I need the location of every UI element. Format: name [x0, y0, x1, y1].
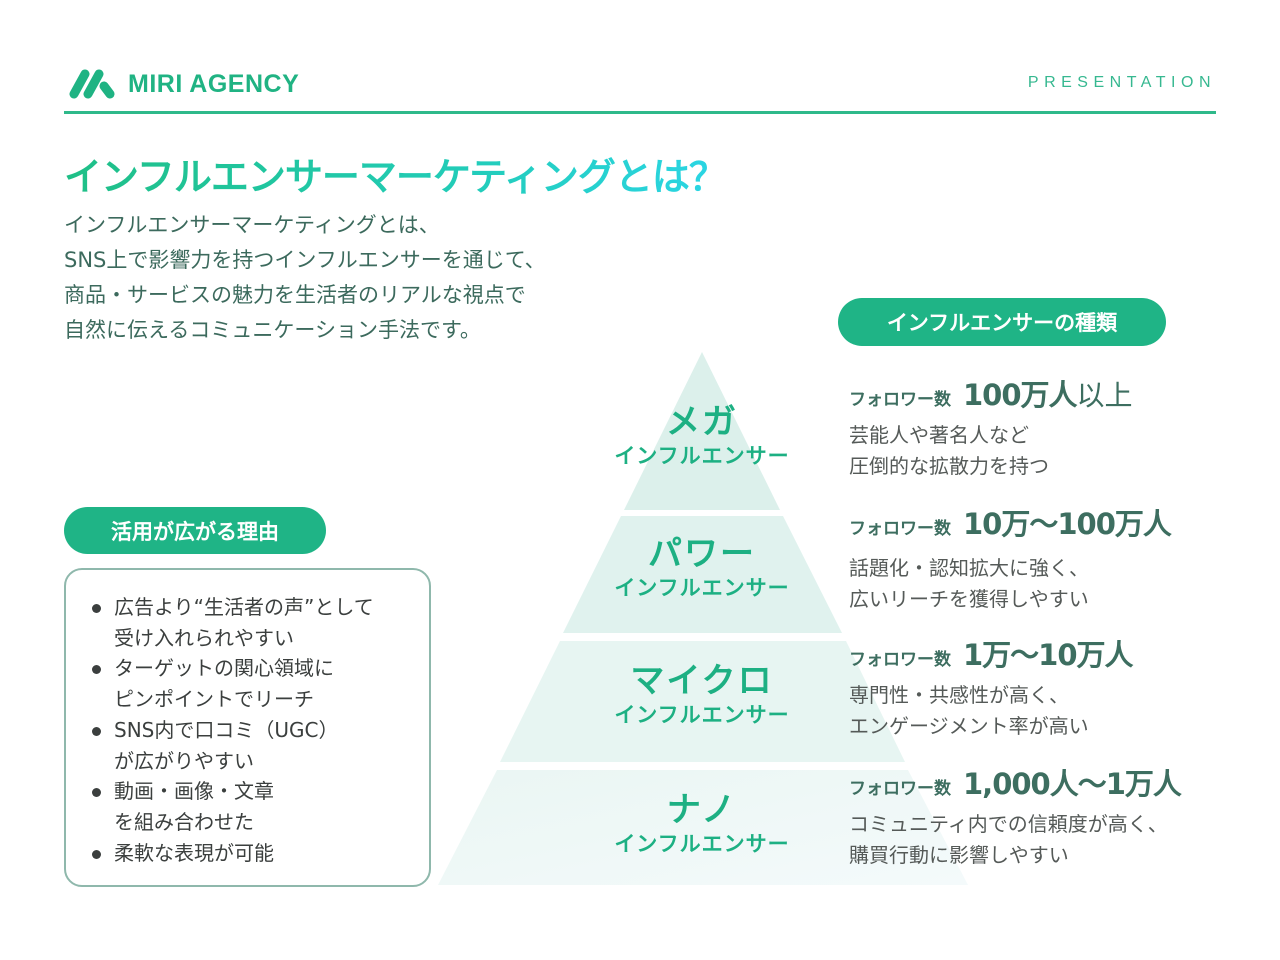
desc-line: 話題化・認知拡大に強く、 — [849, 556, 1089, 580]
reason-line: が広がりやすい — [114, 748, 254, 773]
header: MIRI AGENCY PRESENTATION — [64, 60, 1216, 114]
reasons-list: 広告より“生活者の声”として 受け入れられやすい ターゲットの関心領域に ピンポ… — [90, 592, 429, 868]
tier-label-power: パワー インフルエンサー — [582, 534, 822, 602]
tier-description: 芸能人や著名人など 圧倒的な拡散力を持つ — [849, 420, 1133, 482]
bullet-icon — [92, 726, 101, 736]
reason-item: SNS内で口コミ（UGC） が広がりやすい — [90, 715, 429, 776]
tier-name: ナノ — [666, 790, 738, 830]
tier-label-nano: ナノ インフルエンサー — [582, 790, 822, 858]
follower-label: フォロワー数 — [849, 779, 951, 799]
intro-line: 商品・サービスの魅力を生活者のリアルな視点で — [64, 283, 526, 307]
tier-info-mega: フォロワー数 100万人 以上 芸能人や著名人など 圧倒的な拡散力を持つ — [849, 372, 1133, 482]
reason-item: ターゲットの関心領域に ピンポイントでリーチ — [90, 653, 429, 714]
follower-range: 100万人 — [963, 378, 1078, 412]
presentation-tag: PRESENTATION — [1027, 74, 1216, 91]
page-title: インフルエンサーマーケティングとは？ — [64, 146, 727, 201]
reason-line: ピンポイントでリーチ — [114, 687, 314, 712]
bullet-icon — [92, 604, 101, 613]
tier-description: 専門性・共感性が高く、 エンゲージメント率が高い — [849, 680, 1133, 742]
reason-line: ターゲットの関心領域に — [114, 656, 334, 681]
follower-label: フォロワー数 — [849, 650, 951, 670]
reason-line: SNS内で口コミ（UGC） — [114, 717, 339, 742]
follower-label: フォロワー数 — [849, 390, 951, 410]
intro-paragraph: インフルエンサーマーケティングとは、 SNS上で影響力を持つインフルエンサーを通… — [64, 208, 546, 348]
follower-range: 10万～100万人 — [963, 507, 1172, 541]
reason-line: 動画・画像・文章 — [114, 779, 274, 804]
desc-line: エンゲージメント率が高い — [849, 714, 1089, 738]
follower-range: 1,000人～1万人 — [963, 767, 1182, 801]
tier-description: コミュニティ内での信頼度が高く、 購買行動に影響しやすい — [849, 809, 1181, 871]
tier-name: マイクロ — [630, 661, 774, 701]
bullet-icon — [92, 849, 101, 859]
desc-line: 専門性・共感性が高く、 — [849, 683, 1069, 707]
reason-line: 柔軟な表現が可能 — [114, 840, 274, 865]
reason-line: を組み合わせた — [114, 809, 254, 834]
desc-line: 広いリーチを獲得しやすい — [849, 587, 1089, 611]
bullet-icon — [92, 665, 101, 675]
tier-label-mega: メガ インフルエンサー — [582, 402, 822, 470]
tier-name: メガ — [666, 402, 738, 442]
tier-info-micro: フォロワー数 1万～10万人 専門性・共感性が高く、 エンゲージメント率が高い — [849, 632, 1134, 742]
brand-name: MIRI AGENCY — [128, 69, 300, 98]
desc-line: 圧倒的な拡散力を持つ — [849, 454, 1049, 478]
reason-item: 柔軟な表現が可能 — [90, 838, 429, 869]
intro-line: 自然に伝えるコミュニケーション手法です。 — [64, 318, 481, 342]
intro-line: SNS上で影響力を持つインフルエンサーを通じて、 — [64, 248, 546, 272]
reasons-box: 広告より“生活者の声”として 受け入れられやすい ターゲットの関心領域に ピンポ… — [64, 568, 431, 887]
reason-item: 広告より“生活者の声”として 受け入れられやすい — [90, 592, 429, 653]
tier-label-micro: マイクロ インフルエンサー — [582, 661, 822, 729]
follower-label: フォロワー数 — [849, 519, 951, 539]
tier-sub: インフルエンサー — [614, 703, 790, 727]
bullet-icon — [92, 788, 101, 798]
brand-logo: MIRI AGENCY — [68, 68, 299, 100]
tier-info-power: フォロワー数 10万～100万人 話題化・認知拡大に強く、 広いリーチを獲得しや… — [849, 501, 1172, 615]
tier-sub: インフルエンサー — [614, 444, 790, 468]
tier-info-nano: フォロワー数 1,000人～1万人 コミュニティ内での信頼度が高く、 購買行動に… — [849, 761, 1182, 871]
m-logo-icon — [69, 69, 115, 99]
reason-line: 広告より“生活者の声”として — [114, 595, 374, 619]
reason-line: 受け入れられやすい — [114, 625, 294, 650]
intro-line: インフルエンサーマーケティングとは、 — [64, 213, 440, 237]
tier-sub: インフルエンサー — [614, 832, 790, 856]
tier-name: パワー — [648, 534, 756, 574]
desc-line: コミュニティ内での信頼度が高く、 — [849, 812, 1168, 836]
desc-line: 購買行動に影響しやすい — [849, 843, 1069, 867]
follower-suffix: 以上 — [1076, 379, 1133, 412]
follower-range: 1万～10万人 — [963, 638, 1134, 672]
tier-sub: インフルエンサー — [614, 576, 790, 600]
reasons-heading-pill: 活用が広がる理由 — [64, 507, 326, 554]
tier-description: 話題化・認知拡大に強く、 広いリーチを獲得しやすい — [849, 553, 1171, 615]
desc-line: 芸能人や著名人など — [849, 423, 1029, 447]
types-heading-pill: インフルエンサーの種類 — [838, 298, 1166, 346]
reason-item: 動画・画像・文章 を組み合わせた — [90, 776, 429, 837]
